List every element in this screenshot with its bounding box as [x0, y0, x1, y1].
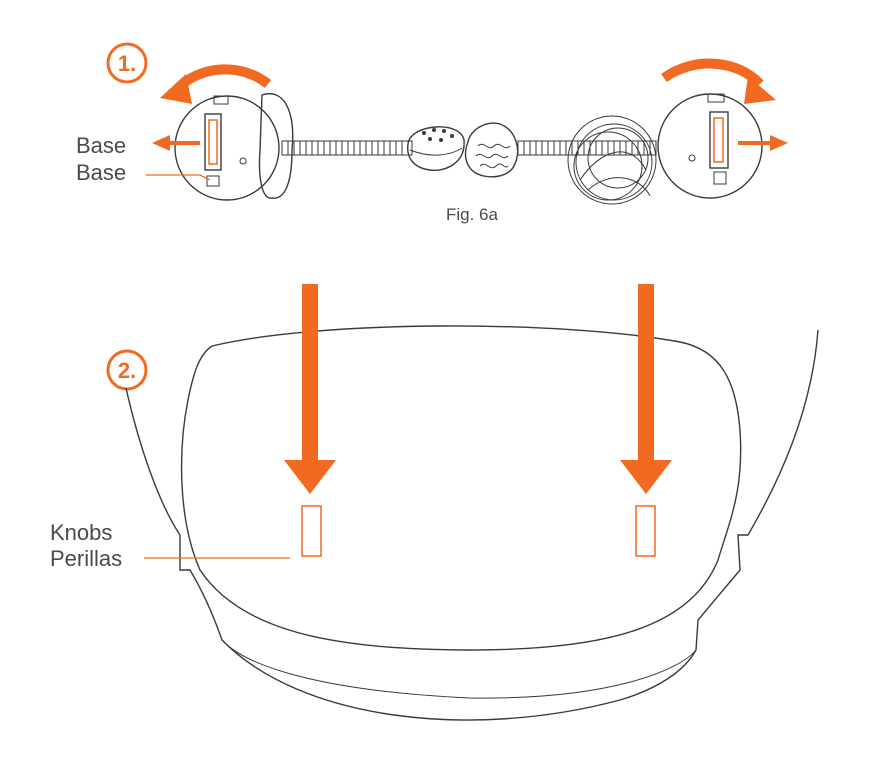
right-insert-arrow — [620, 284, 672, 494]
base-label-es: Base — [76, 160, 126, 185]
step-1-badge: 1. — [106, 42, 148, 84]
left-knob-slot — [301, 505, 322, 557]
step-1-number: 1. — [118, 51, 136, 76]
left-pull-arrowhead — [152, 135, 170, 151]
left-insert-arrow — [284, 284, 336, 494]
figure-caption: Fig. 6a — [446, 205, 499, 224]
left-speaker — [174, 93, 294, 201]
left-rotate-arrowhead — [160, 74, 192, 104]
headband-cable — [281, 140, 657, 156]
right-pull-arrowhead — [770, 135, 788, 151]
step-2-number: 2. — [118, 358, 136, 383]
knobs-label-en: Knobs — [50, 520, 112, 545]
wind-screen — [464, 122, 519, 178]
base-label-en: Base — [76, 133, 126, 158]
right-speaker — [657, 93, 763, 199]
left-rotate-arrow — [174, 64, 272, 92]
right-rotate-arrow — [661, 58, 764, 88]
base-leader-line — [146, 174, 211, 181]
microphone — [407, 126, 465, 171]
right-knob-slot — [635, 505, 656, 557]
coiled-wire — [567, 115, 657, 205]
knobs-label-es: Perillas — [50, 546, 122, 571]
right-rotate-arrowhead — [744, 76, 776, 104]
helmet-outline — [125, 325, 819, 721]
step-2-badge: 2. — [106, 349, 148, 391]
